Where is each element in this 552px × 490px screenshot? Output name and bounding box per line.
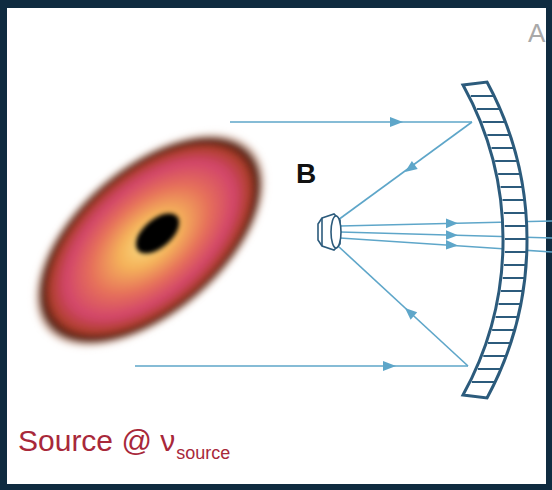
mirror-segment [488, 342, 511, 344]
mirror-segment [477, 108, 500, 110]
mirror-segment [498, 173, 520, 175]
primary-mirror [463, 82, 527, 398]
mirror-segment [472, 381, 495, 383]
mirror-label: A [528, 20, 545, 46]
mirror-segment [496, 316, 518, 318]
accretion-disk [0, 91, 306, 389]
mirror-segment [505, 225, 527, 227]
ray-arrowheads [383, 117, 458, 371]
mirror-segment [483, 355, 506, 357]
mirror-segment [505, 251, 527, 253]
mirror-segment [482, 121, 505, 123]
mirror-segment [505, 238, 527, 240]
mirror-segment [492, 329, 514, 331]
mirror-segment [487, 134, 510, 136]
mirror-segment [503, 277, 525, 279]
mirror-segment [504, 264, 526, 266]
mirror-segment [478, 368, 501, 370]
mirror-segment [499, 303, 521, 305]
mirror-segment [492, 147, 514, 149]
mirror-segment [471, 95, 494, 97]
mirror-label: B [296, 160, 316, 188]
source-label: Source @ ν [18, 426, 175, 456]
mirror-segment [501, 186, 523, 188]
mirror-segment [504, 212, 526, 214]
mirror-segment [501, 290, 523, 292]
secondary-mirror [318, 214, 341, 250]
source-subscript: source [176, 444, 230, 462]
mirror-segment [502, 199, 524, 201]
mirror-segment [495, 160, 517, 162]
